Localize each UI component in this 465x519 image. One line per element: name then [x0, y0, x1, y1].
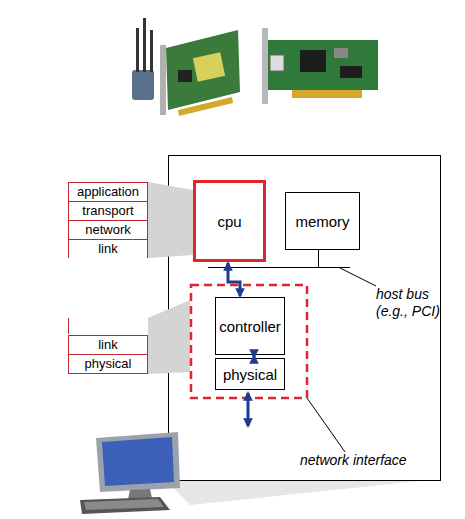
leader-line	[307, 398, 345, 452]
protocol-layer: network	[68, 220, 148, 240]
node-text: controller	[219, 318, 281, 335]
protocol-layer: physical	[68, 354, 148, 374]
node-text: application	[77, 185, 139, 199]
bus-label: host bus (e.g., PCI)	[376, 286, 454, 320]
wireless-nic-illustration	[132, 18, 240, 116]
interface-label: network interface	[300, 452, 440, 469]
leader-line	[340, 268, 376, 286]
stack-edge	[68, 318, 69, 334]
cpu-box: cpu	[193, 180, 266, 262]
physical-box: physical	[215, 358, 285, 390]
protocol-layer: transport	[68, 201, 148, 221]
host-bus-line	[208, 267, 350, 268]
node-text: memory	[295, 213, 349, 230]
data-arrow	[228, 263, 240, 296]
data-arrow	[253, 356, 256, 357]
node-text: network	[85, 223, 131, 237]
controller-box: controller	[215, 297, 285, 355]
node-text: link	[98, 242, 118, 256]
node-text: physical	[223, 366, 277, 383]
protocol-layer: application	[68, 182, 148, 202]
ethernet-nic-illustration	[262, 28, 378, 104]
network-interface-box	[191, 285, 307, 398]
computer-illustration	[80, 432, 180, 514]
stack-projection	[148, 182, 193, 258]
node-text: transport	[82, 204, 133, 218]
stack-projection	[148, 300, 190, 374]
link-arrow	[247, 393, 250, 426]
protocol-layer: link	[68, 335, 148, 355]
protocol-layer: link	[68, 239, 148, 258]
node-text: link	[98, 338, 118, 352]
bus-tap	[318, 250, 319, 267]
node-text: cpu	[217, 213, 241, 230]
node-text: physical	[85, 357, 132, 371]
memory-box: memory	[285, 192, 360, 250]
